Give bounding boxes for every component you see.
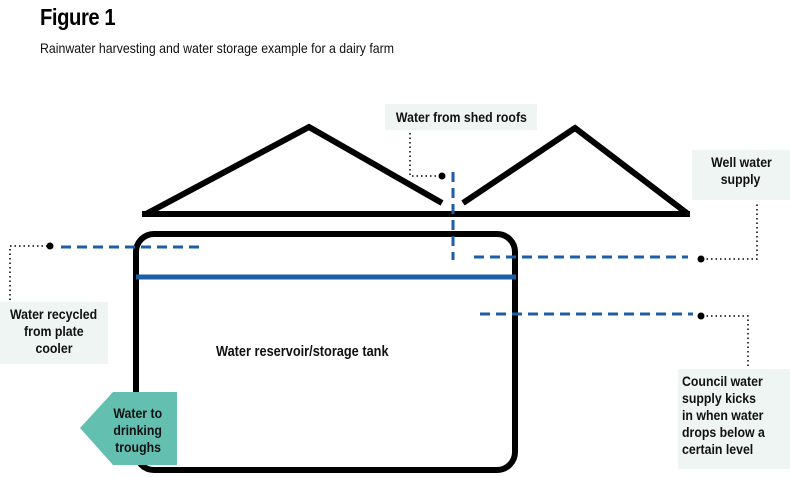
figure-title: Figure 1: [40, 4, 116, 30]
shed-roof-right: [461, 124, 690, 217]
shed-roofs-label: Water from shed roofs: [385, 104, 537, 130]
storage-tank-label: Water reservoir/storage tank: [216, 344, 389, 360]
recycled-water-label: Water recycled from plate cooler: [0, 302, 108, 364]
council-water-label: Council water supply kicks in when water…: [678, 369, 790, 469]
troughs-label: Water to drinking troughs: [113, 405, 163, 455]
figure-subtitle: Rainwater harvesting and water storage e…: [40, 40, 395, 56]
shed-roof-leader: [409, 133, 441, 177]
recycled-leader: [9, 245, 48, 300]
council-leader: [702, 315, 749, 368]
troughs-outlet-arrow: [80, 392, 177, 465]
shed-roof-leader-dot: [438, 172, 446, 180]
recycled-leader-dot: [46, 242, 54, 250]
well-leader-dot: [697, 255, 705, 263]
well-leader: [702, 203, 758, 260]
council-leader-dot: [697, 312, 705, 320]
storage-tank: [133, 231, 518, 473]
shed-roof-left: [144, 123, 444, 217]
well-water-label: Well water supply: [692, 150, 790, 200]
